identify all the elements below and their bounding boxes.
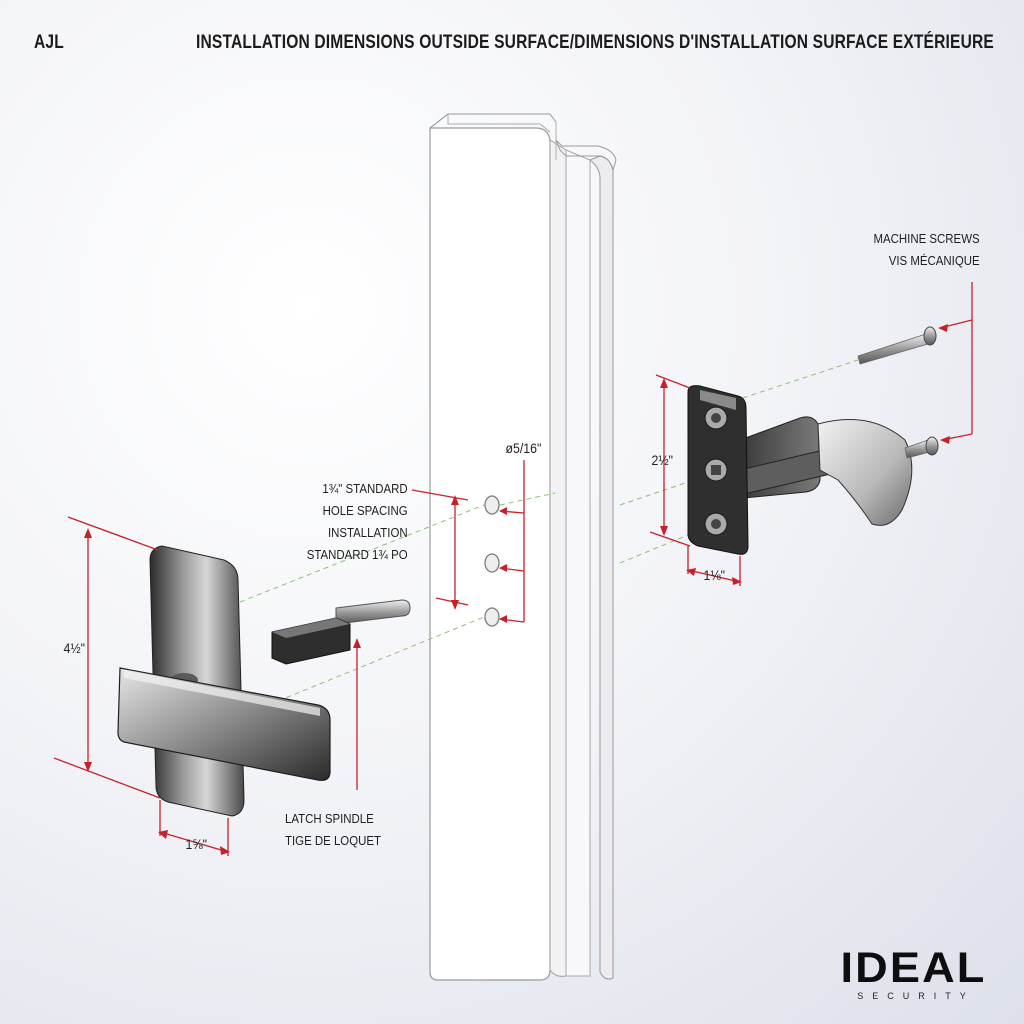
dimension-lines — [53, 282, 973, 856]
hole-spacing-line-1: 1¾" STANDARD — [322, 481, 408, 496]
door-frame — [429, 113, 617, 981]
latch-spindle-part — [271, 599, 411, 665]
machine-screws-label: MACHINE SCREWS VIS MÉCANIQUE — [874, 228, 980, 272]
model-code: AJL — [34, 32, 64, 53]
hole-spacing-line-3: INSTALLATION — [328, 525, 408, 540]
hole-spacing-label: 1¾" STANDARD HOLE SPACING INSTALLATION S… — [307, 478, 408, 566]
machine-screws-label-fr: VIS MÉCANIQUE — [889, 253, 980, 268]
logo-wordmark: IDEAL — [840, 944, 986, 992]
handle-height-dimension: 4½" — [63, 640, 85, 656]
lever-handle — [117, 545, 331, 817]
mounting-hole-top — [484, 495, 500, 515]
latch-spindle-label-en: LATCH SPINDLE — [285, 811, 374, 826]
hole-diameter-dimension: ø5/16" — [505, 440, 542, 456]
mounting-hole-bottom — [484, 607, 500, 627]
ideal-security-logo: IDEAL SECURITY — [838, 946, 988, 1002]
bracket-height-dimension: 2½" — [651, 452, 673, 468]
latch-spindle-label: LATCH SPINDLE TIGE DE LOQUET — [285, 808, 381, 852]
latch-spindle-label-fr: TIGE DE LOQUET — [285, 833, 381, 848]
hole-spacing-line-2: HOLE SPACING — [323, 503, 408, 518]
bracket-width-dimension: 1⅛" — [703, 567, 725, 583]
machine-screws-label-en: MACHINE SCREWS — [873, 231, 980, 246]
logo-subtitle: SECURITY — [857, 991, 975, 1001]
hole-spacing-line-4: STANDARD 1¾ PO — [307, 547, 408, 562]
handle-width-dimension: 1⅝" — [185, 836, 207, 852]
machine-screws — [857, 326, 939, 459]
mounting-hole-middle — [484, 553, 500, 573]
page-title: INSTALLATION DIMENSIONS OUTSIDE SURFACE/… — [196, 32, 994, 53]
strike-bracket — [687, 385, 913, 555]
